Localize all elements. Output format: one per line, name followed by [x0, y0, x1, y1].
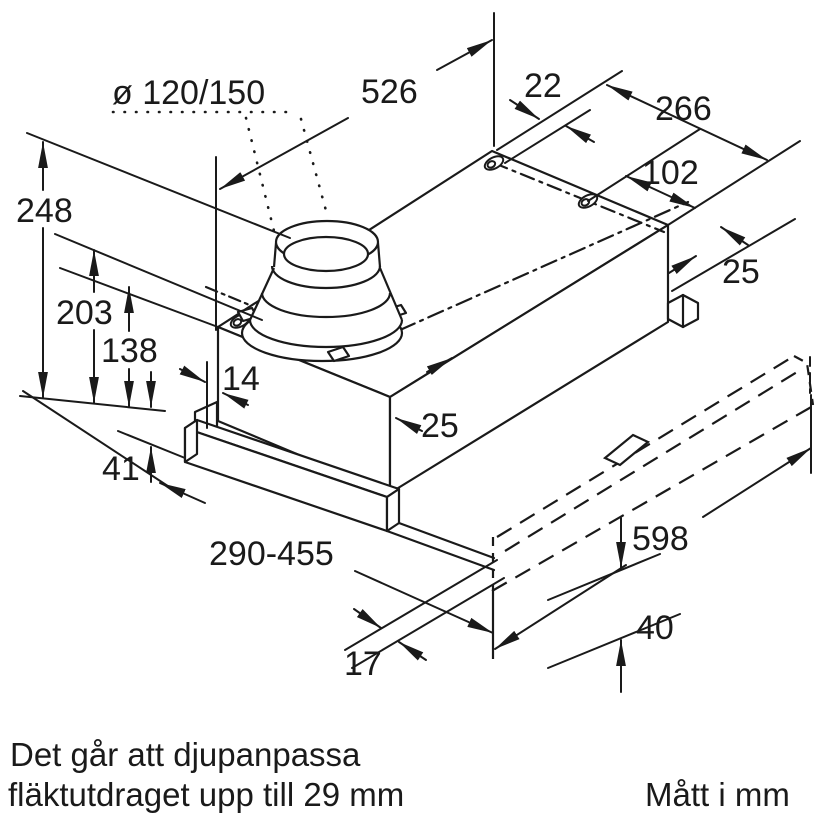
visor-handle — [602, 433, 651, 467]
dim-label-526: 526 — [361, 73, 418, 111]
dim-label-203: 203 — [56, 294, 113, 332]
note-line1: Det går att djupanpassa — [10, 736, 361, 773]
visor-rail — [183, 418, 496, 572]
dim-label-14: 14 — [222, 360, 260, 398]
flange-tab-bottom — [326, 345, 351, 363]
ext-flange-top-203 — [54, 233, 263, 321]
duct-leaders — [111, 110, 330, 233]
duct-cone-seam-arc — [260, 292, 392, 319]
dim-526 — [219, 39, 493, 190]
ext-front-corner-102 — [667, 140, 801, 226]
ext-tab-25 — [671, 218, 796, 292]
dim-266 — [606, 84, 768, 161]
dim-102 — [625, 175, 696, 209]
duct-rim-inner — [282, 235, 370, 273]
ext-rail-bottom-41 — [117, 430, 186, 459]
dim-label-25-right: 25 — [722, 253, 760, 291]
rail-lower-strip-bottom — [385, 529, 496, 572]
duct-connector — [236, 219, 408, 363]
ext-17-upper — [344, 559, 498, 651]
ext-40-lower — [547, 613, 681, 669]
duct-leader-left — [244, 116, 276, 233]
dim-14 — [179, 365, 249, 409]
units-label: Mått i mm — [645, 776, 790, 813]
dim-label-248: 248 — [16, 192, 73, 230]
dim-label-266: 266 — [655, 90, 712, 128]
duct-cone-base-arc — [248, 319, 404, 349]
visor-dashed-top-front — [504, 368, 803, 552]
ext-17-lower — [351, 577, 505, 669]
labels: ø 120/150 526 22 266 102 25 248 203 138 … — [8, 67, 790, 813]
dim-label-102: 102 — [642, 154, 699, 192]
screw-centerline — [492, 161, 666, 234]
dim-label-25-mid: 25 — [421, 407, 459, 445]
rail-end-cap-left — [183, 418, 199, 464]
dim-label-598: 598 — [632, 520, 689, 558]
dim-25-mid — [395, 357, 453, 435]
ext-back-edge-22 — [496, 70, 623, 151]
ext-screwline-22 — [504, 109, 591, 164]
dim-22 — [509, 99, 595, 144]
screw-hole-back — [483, 155, 505, 171]
rail-end-cap-right — [385, 487, 401, 533]
dim-label-22: 22 — [524, 67, 562, 105]
ext-40-upper — [547, 553, 661, 601]
dim-label-40: 40 — [636, 609, 674, 647]
rail-lower-strip-top — [397, 521, 496, 560]
centerline-top-short — [204, 285, 254, 308]
dim-label-138: 138 — [101, 332, 158, 370]
dim-290-455 — [159, 482, 494, 634]
note-line2: fläktutdraget upp till 29 mm — [8, 776, 404, 813]
ext-depth-left — [22, 390, 181, 495]
body-front-face — [388, 223, 670, 495]
dim-17 — [353, 608, 427, 661]
dim-label-290-455: 290-455 — [209, 535, 334, 573]
dimension-lines — [38, 39, 812, 693]
duct-cylinder-left-wall — [272, 242, 278, 268]
duct-diameter-label: ø 120/150 — [112, 74, 265, 112]
visor-dashed-top-back — [496, 355, 795, 538]
duct-cylinder-right-wall — [376, 242, 382, 268]
ext-base-heights — [19, 395, 166, 412]
extension-lines — [19, 12, 812, 669]
duct-cone-fill — [250, 266, 402, 347]
ext-duct-top-248 — [26, 132, 291, 239]
duct-cylinder-lip-arc — [270, 265, 382, 290]
duct-leader-right — [299, 117, 330, 220]
visor-dashed-bottom — [491, 405, 814, 592]
dim-label-17: 17 — [344, 645, 382, 683]
dim-label-41: 41 — [102, 450, 140, 488]
ext-body-top-138 — [59, 267, 219, 328]
dim-598 — [494, 447, 812, 650]
dim-25-right — [668, 226, 749, 274]
